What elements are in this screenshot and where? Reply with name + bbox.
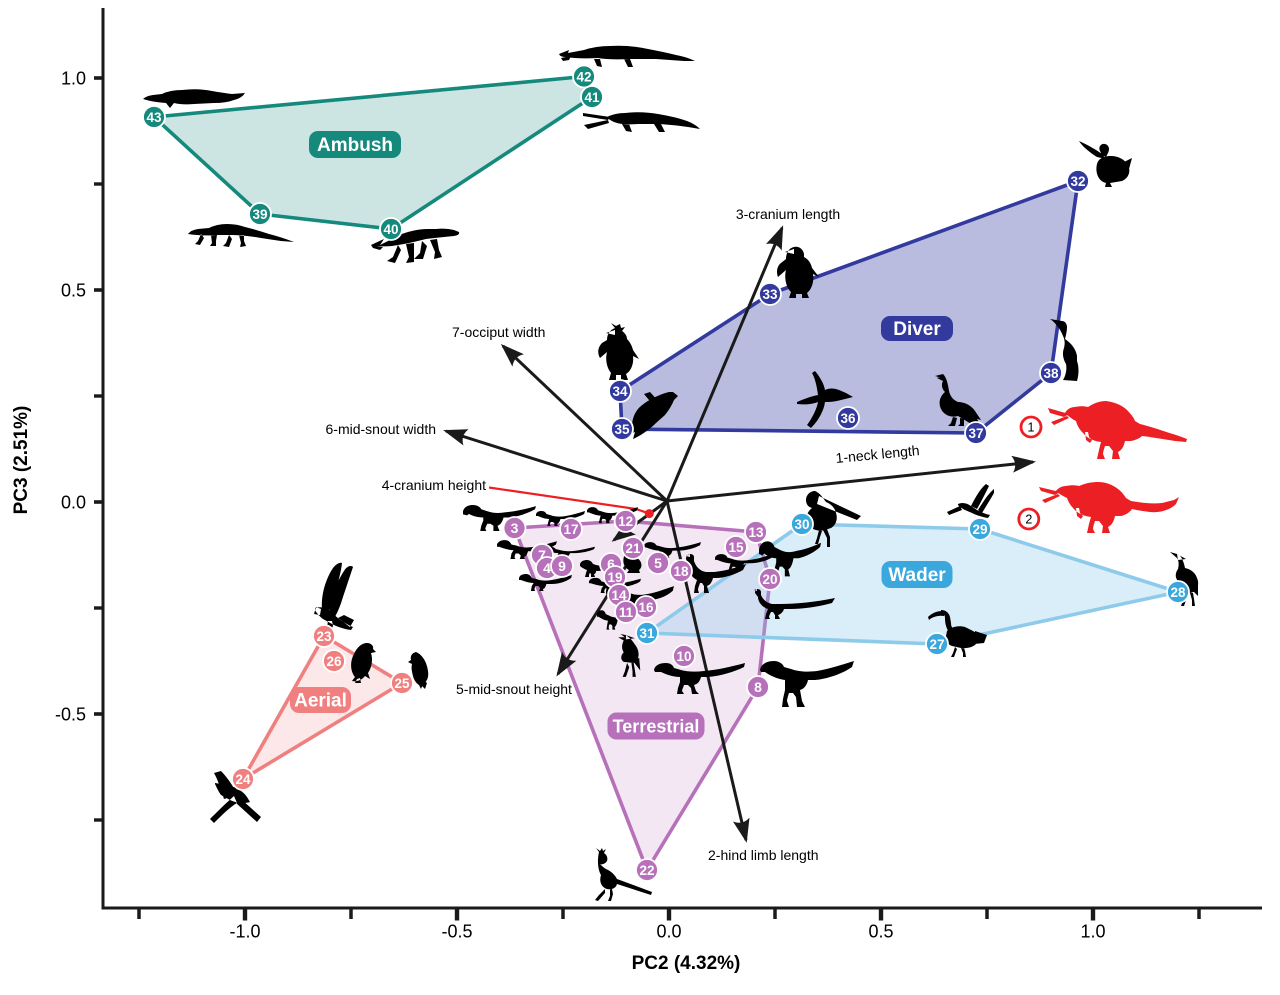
svg-text:0.0: 0.0: [61, 493, 86, 513]
svg-text:11: 11: [619, 605, 634, 620]
svg-text:2: 2: [1025, 513, 1032, 527]
svg-text:-0.5: -0.5: [55, 705, 86, 725]
svg-text:28: 28: [1170, 585, 1186, 600]
svg-text:42: 42: [576, 69, 591, 84]
svg-text:38: 38: [1043, 366, 1059, 381]
svg-text:19: 19: [607, 570, 622, 585]
svg-text:7: 7: [538, 547, 546, 563]
svg-text:43: 43: [146, 110, 162, 125]
svg-text:6: 6: [607, 556, 615, 572]
svg-text:-1.0: -1.0: [229, 922, 260, 942]
svg-text:PC2 (4.32%): PC2 (4.32%): [632, 953, 741, 974]
svg-text:-0.5: -0.5: [441, 922, 472, 942]
svg-text:1.0: 1.0: [1080, 922, 1105, 942]
svg-text:36: 36: [840, 411, 856, 426]
svg-text:8: 8: [754, 679, 762, 695]
svg-text:35: 35: [614, 422, 630, 437]
svg-text:7-occiput width: 7-occiput width: [452, 324, 545, 340]
svg-text:27: 27: [929, 637, 944, 652]
svg-text:30: 30: [794, 517, 809, 532]
svg-text:37: 37: [968, 426, 983, 441]
svg-text:20: 20: [762, 572, 777, 587]
svg-text:0.0: 0.0: [656, 922, 681, 942]
svg-text:31: 31: [639, 626, 655, 641]
svg-text:21: 21: [625, 541, 641, 556]
svg-text:9: 9: [558, 558, 566, 574]
svg-text:17: 17: [563, 522, 578, 537]
svg-text:5: 5: [654, 555, 662, 571]
svg-text:24: 24: [235, 772, 251, 787]
svg-text:5-mid-snout height: 5-mid-snout height: [456, 681, 572, 697]
svg-text:3-cranium length: 3-cranium length: [736, 206, 840, 222]
svg-text:12: 12: [618, 514, 633, 529]
svg-text:Diver: Diver: [893, 319, 941, 340]
svg-text:23: 23: [316, 629, 332, 644]
svg-text:1.0: 1.0: [61, 69, 86, 89]
svg-text:14: 14: [611, 588, 627, 603]
svg-text:39: 39: [252, 207, 267, 222]
svg-text:1: 1: [1028, 421, 1035, 435]
svg-text:15: 15: [728, 540, 744, 555]
svg-text:40: 40: [383, 222, 398, 237]
svg-text:33: 33: [762, 287, 778, 302]
svg-text:34: 34: [612, 384, 628, 399]
svg-text:26: 26: [326, 654, 342, 669]
svg-text:2-hind limb length: 2-hind limb length: [708, 847, 819, 863]
svg-text:13: 13: [748, 525, 764, 540]
svg-text:Terrestrial: Terrestrial: [613, 716, 700, 736]
svg-text:4: 4: [543, 560, 551, 576]
svg-text:Wader: Wader: [888, 565, 946, 586]
svg-text:32: 32: [1070, 174, 1085, 189]
svg-text:6-mid-snout width: 6-mid-snout width: [326, 421, 437, 437]
svg-text:0.5: 0.5: [61, 281, 86, 301]
svg-text:25: 25: [394, 676, 410, 691]
svg-text:16: 16: [638, 600, 654, 615]
svg-text:3: 3: [511, 520, 519, 536]
svg-text:41: 41: [584, 90, 600, 105]
svg-text:Aerial: Aerial: [294, 691, 347, 712]
svg-text:10: 10: [676, 649, 691, 664]
svg-text:PC3 (2.51%): PC3 (2.51%): [11, 406, 32, 515]
svg-text:4-cranium height: 4-cranium height: [382, 477, 486, 493]
svg-text:0.5: 0.5: [868, 922, 893, 942]
svg-text:22: 22: [639, 863, 654, 878]
svg-text:18: 18: [673, 564, 689, 579]
svg-text:29: 29: [972, 522, 987, 537]
svg-text:Ambush: Ambush: [317, 135, 393, 156]
